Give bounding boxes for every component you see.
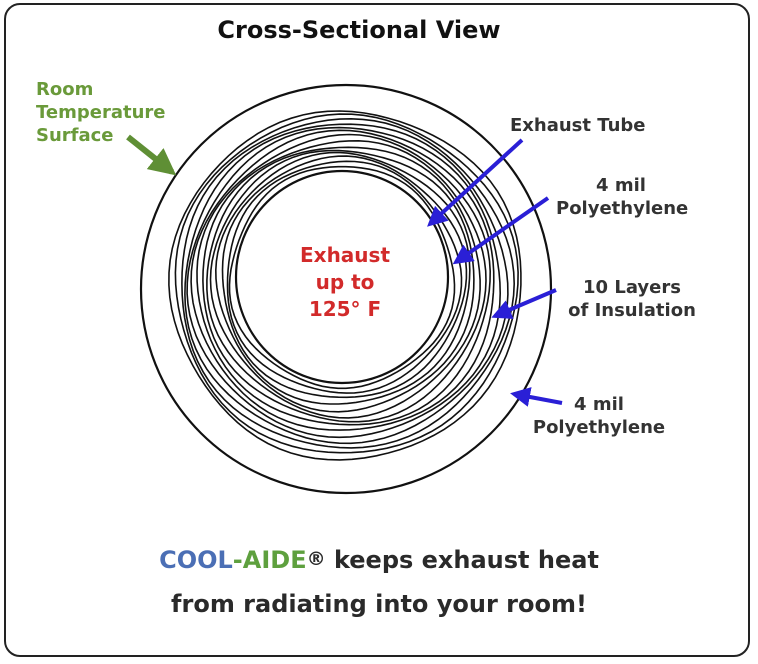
outer-polyethylene-ring [139, 83, 553, 495]
room-temperature-label: Room Temperature Surface [36, 78, 165, 147]
diagram-title: Cross-Sectional View [217, 16, 501, 44]
tagline-line-1: COOL-AIDE® keeps exhaust heat [0, 546, 758, 574]
center-label-line: 125° F [308, 297, 382, 321]
exhaust-tube-ring [234, 169, 450, 385]
registered-mark: ® [306, 548, 326, 570]
inner-polyethylene-label: 4 mil Polyethylene [556, 174, 689, 220]
insulation-layer-line [228, 165, 456, 390]
brand-cool: COOL [159, 546, 233, 574]
insulation-layer-line [190, 129, 495, 431]
insulation-layer-line [168, 110, 522, 461]
outer-poly-line: 4 mil [574, 394, 624, 415]
arrow-insulation [491, 288, 557, 319]
arrow-exhaust-tube [427, 138, 524, 227]
insulation-layer-line [181, 117, 516, 449]
tagline-text-1: keeps exhaust heat [325, 546, 599, 574]
insulation-layer-line [209, 149, 475, 413]
center-label-line: up to [315, 270, 375, 294]
insulation-layer-line [214, 151, 471, 405]
inner-poly-line: Polyethylene [556, 198, 689, 219]
tagline-line-2: from radiating into your room! [171, 590, 587, 618]
inner-poly-line: 4 mil [596, 175, 646, 196]
insulation-layer-line [186, 126, 502, 439]
insulation-layer-line [202, 139, 487, 423]
insulation-layer-line [206, 146, 481, 419]
room-label-line: Temperature [36, 102, 166, 123]
insulation-layers [168, 110, 522, 461]
arrow-inner-polyethylene [452, 196, 550, 265]
brand-dash: - [232, 546, 243, 574]
exhaust-tube-label: Exhaust Tube [510, 114, 645, 137]
center-label-line: Exhaust [300, 243, 390, 267]
outer-polyethylene-label: 4 mil Polyethylene [532, 393, 666, 439]
insulation-label: 10 Layers of Insulation [563, 276, 701, 322]
arrow-outer-polyethylene [510, 387, 563, 407]
insulation-layer-line [174, 113, 519, 454]
insulation-layer-line [226, 160, 463, 394]
outer-poly-line: Polyethylene [532, 417, 666, 438]
exhaust-tube-text: Exhaust Tube [510, 115, 646, 136]
diagram-frame [4, 3, 750, 657]
room-label-line: Surface [36, 125, 114, 146]
brand-aide: AIDE [242, 546, 307, 574]
insulation-layer-line [184, 123, 509, 445]
insulation-layer-line [221, 155, 468, 399]
arrow-room-surface [126, 134, 177, 176]
insulation-line: of Insulation [568, 300, 696, 321]
room-label-line: Room [36, 79, 94, 100]
exhaust-temperature-label: Exhaust up to 125° F [290, 242, 400, 323]
insulation-line: 10 Layers [583, 277, 681, 298]
insulation-layer-line [196, 133, 492, 426]
